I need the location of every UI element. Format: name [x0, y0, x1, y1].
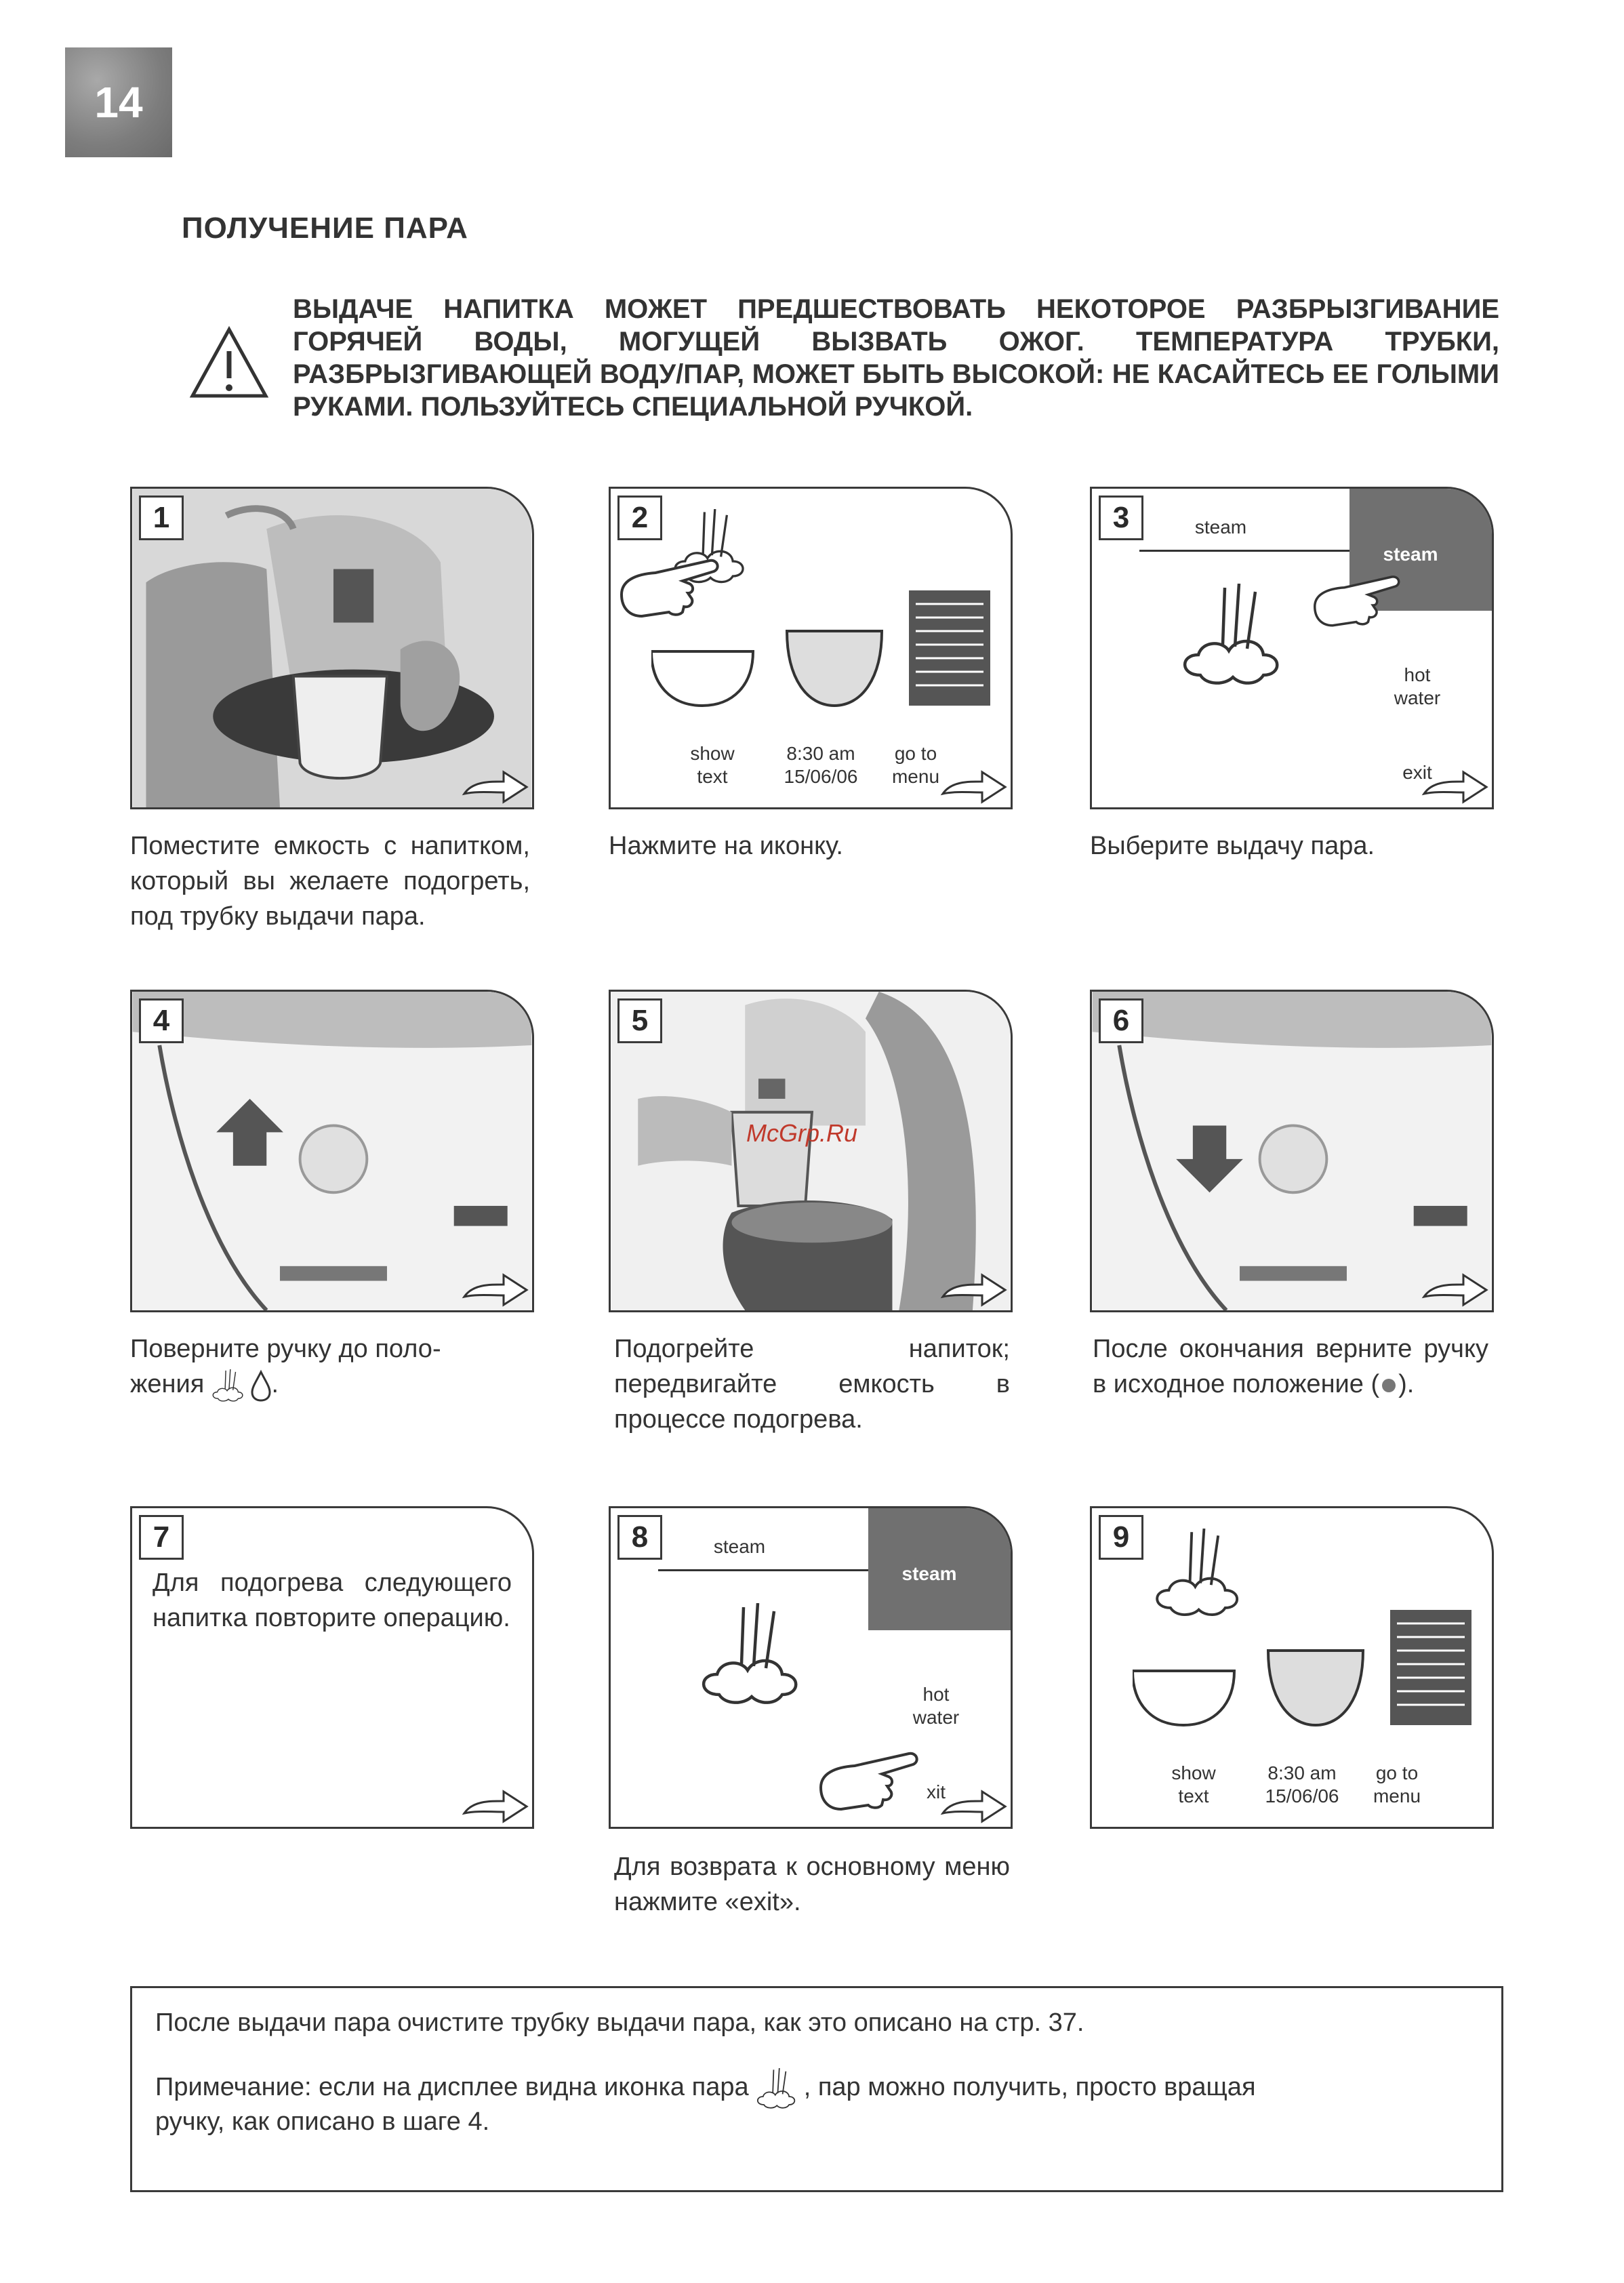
- go-to-line1: go to: [1375, 1762, 1419, 1783]
- hot-water-line1: hot: [1404, 664, 1431, 685]
- date-text: 15/06/06: [784, 766, 858, 787]
- page-number: 14: [94, 78, 143, 127]
- next-arrow-icon: [1423, 1274, 1488, 1306]
- step-4-caption-line2: жения: [130, 1370, 205, 1398]
- step-5-panel: 5 McGrp.Ru: [609, 990, 1013, 1312]
- water-drop-icon: [251, 1369, 271, 1402]
- steam-button-label: steam: [1383, 544, 1438, 565]
- machine-cup-image: [132, 489, 532, 807]
- knob-return-image: [1092, 992, 1492, 1310]
- exit-label: exit: [1402, 762, 1432, 783]
- steam-button-label: steam: [901, 1563, 957, 1584]
- go-to-line1: go to: [894, 743, 937, 764]
- divider: [658, 1569, 868, 1571]
- step-4-caption-line1: Поверните ручку до поло-: [130, 1335, 441, 1363]
- section-title: ПОЛУЧЕНИЕ ПАРА: [182, 211, 468, 245]
- step-4-caption: Поверните ручку до поло- жения .: [130, 1331, 530, 1402]
- step-7-panel: 7 Для подогрева следующего напитка повто…: [130, 1506, 534, 1829]
- cups-icon: [651, 590, 990, 708]
- cups-icon: [1133, 1610, 1471, 1727]
- hot-water-line2: water: [912, 1707, 960, 1728]
- exit-label: xit: [927, 1781, 946, 1802]
- show-text-line2: text: [1178, 1785, 1209, 1806]
- next-arrow-icon: [941, 1274, 1007, 1306]
- knob-position-icon: [1382, 1378, 1396, 1392]
- step-1-number: 1: [139, 496, 184, 540]
- step-6-caption-end: ).: [1398, 1370, 1415, 1398]
- step-1-panel: 1: [130, 487, 534, 809]
- next-arrow-icon: [941, 1790, 1007, 1823]
- page-number-badge: 14: [65, 47, 172, 157]
- divider: [1139, 550, 1349, 552]
- step-4-caption-end: .: [271, 1370, 279, 1398]
- step-6-caption-text: После окончания верните ручку в исходное…: [1093, 1335, 1488, 1398]
- note-line-3: ручку, как описано в шаге 4.: [155, 2107, 490, 2136]
- step-5-caption: Подогрейте напиток; передвигайте емкость…: [614, 1335, 1010, 1434]
- knob-turn-image: [132, 992, 532, 1310]
- next-arrow-icon: [463, 1274, 528, 1306]
- steam-button-bg: [868, 1508, 1011, 1630]
- hot-water-line2: water: [1394, 687, 1441, 708]
- step-7-number: 7: [139, 1515, 184, 1560]
- step-6-panel: 6: [1090, 990, 1494, 1312]
- step-1-caption: Поместите емкость с напитком, который вы…: [130, 832, 530, 931]
- go-to-line2: menu: [1373, 1785, 1421, 1806]
- heating-drink-image: [611, 992, 1011, 1310]
- step-3-number: 3: [1099, 496, 1143, 540]
- show-text-line2: text: [697, 766, 728, 787]
- warning-triangle-icon: [189, 325, 269, 398]
- steam-icon: [699, 1603, 800, 1705]
- note-line-2-end: , пар можно получить, просто вращая: [803, 2073, 1256, 2102]
- date-text: 15/06/06: [1265, 1785, 1339, 1806]
- steam-icon: [1180, 584, 1282, 685]
- step-8-number: 8: [617, 1515, 662, 1560]
- step-6-number: 6: [1099, 998, 1143, 1043]
- step-7-caption: Для подогрева следующего напитка повтори…: [153, 1569, 512, 1632]
- steam-symbol-icon: [212, 1369, 243, 1402]
- next-arrow-icon: [463, 1790, 528, 1823]
- step-8-caption: Для возврата к основному меню нажмите «e…: [614, 1853, 1010, 1916]
- hand-pointer-icon: [819, 1752, 918, 1811]
- hand-pointer-icon: [1314, 575, 1400, 627]
- time-text: 8:30 am: [1267, 1762, 1337, 1783]
- warning-text: ВЫДАЧЕ НАПИТКА МОЖЕТ ПРЕДШЕСТВОВАТЬ НЕКО…: [293, 294, 1499, 422]
- step-9-number: 9: [1099, 1515, 1143, 1560]
- next-arrow-icon: [1423, 771, 1488, 803]
- watermark-text: McGrp.Ru: [746, 1119, 858, 1147]
- time-text: 8:30 am: [786, 743, 855, 764]
- note-box: После выдачи пара очистите трубку выдачи…: [130, 1986, 1503, 2192]
- step-2-number: 2: [617, 496, 662, 540]
- show-text-line1: show: [1171, 1762, 1216, 1783]
- note-line-2-start: Примечание: если на дисплее видна иконка…: [155, 2073, 749, 2102]
- step-2-caption: Нажмите на иконку.: [609, 832, 843, 860]
- hot-water-line1: hot: [922, 1684, 950, 1705]
- note-line-1: После выдачи пара очистите трубку выдачи…: [155, 2008, 1084, 2037]
- next-arrow-icon: [941, 771, 1007, 803]
- step-4-panel: 4: [130, 990, 534, 1312]
- steam-label: steam: [713, 1536, 766, 1557]
- note-line-2: Примечание: если на дисплее видна иконка…: [155, 2067, 1256, 2109]
- step-6-caption: После окончания верните ручку в исходное…: [1093, 1331, 1488, 1402]
- step-3-caption: Выберите выдачу пара.: [1090, 832, 1375, 860]
- steam-icon: [757, 2067, 796, 2109]
- steam-label: steam: [1194, 517, 1247, 538]
- show-text-line1: show: [690, 743, 735, 764]
- step-5-number: 5: [617, 998, 662, 1043]
- go-to-line2: menu: [891, 766, 940, 787]
- next-arrow-icon: [463, 771, 528, 803]
- step-4-number: 4: [139, 998, 184, 1043]
